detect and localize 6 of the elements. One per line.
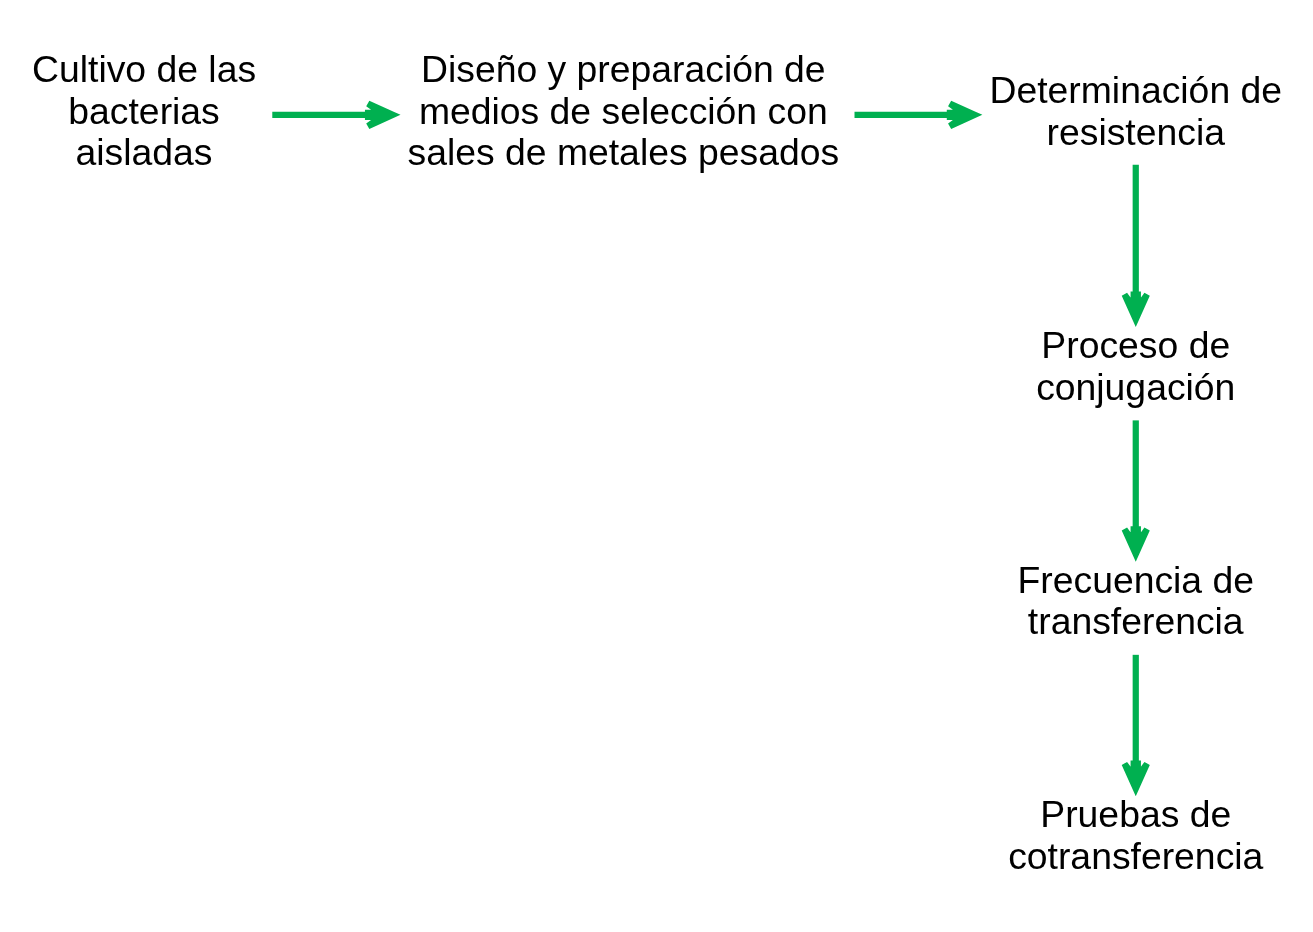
node-text: Frecuencia de transferencia	[1017, 558, 1255, 642]
node-text: Determinación de resistencia	[989, 68, 1283, 153]
node-text: Proceso de conjugación	[1036, 323, 1236, 408]
node-text: Diseño y preparación de medios de selección con sales de metales pesados	[407, 47, 840, 173]
node-text: Cultivo de las bacterias aisladas	[32, 47, 257, 173]
node-text: Pruebas de cotransferencia	[1008, 792, 1264, 877]
